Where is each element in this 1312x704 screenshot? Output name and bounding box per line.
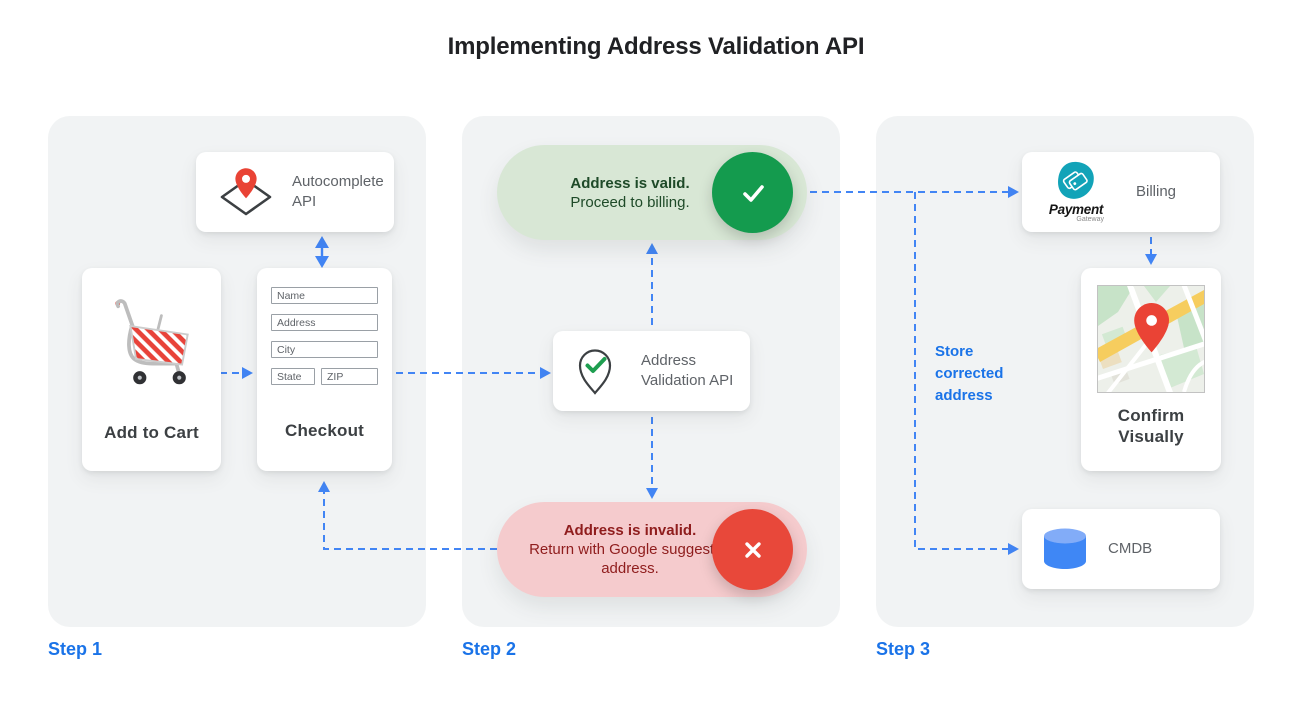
payment-gateway-logo: Payment Gateway (1040, 161, 1112, 223)
name-field[interactable]: Name (271, 287, 378, 304)
city-field[interactable]: City (271, 341, 378, 358)
autocomplete-api-node: Autocomplete API (196, 152, 394, 232)
address-valid-title: Address is valid. (570, 174, 690, 192)
billing-label: Billing (1136, 183, 1177, 201)
address-validation-api-node: Address Validation API (553, 331, 750, 411)
map-pin-on-diamond-icon (220, 168, 272, 216)
x-circle-icon (712, 509, 793, 590)
address-invalid-subtitle: Return with Google suggested address. (529, 540, 731, 578)
autocomplete-api-label: Autocomplete API (292, 173, 384, 210)
step3-label: Step 3 (876, 639, 931, 659)
address-invalid-title: Address is invalid. (563, 521, 697, 539)
checkout-label: Checkout (284, 421, 365, 440)
address-valid-result: Address is valid. Proceed to billing. (497, 145, 807, 240)
payment-logo-title: Payment (1048, 202, 1104, 217)
confirm-visually-node: Confirm Visually (1081, 268, 1221, 471)
shopping-cart-icon (114, 299, 189, 385)
map-pin-icon (1134, 303, 1170, 353)
step1-label: Step 1 (48, 639, 103, 659)
add-to-cart-node: Add to Cart (82, 268, 221, 471)
map-thumbnail (1091, 278, 1213, 400)
cmdb-node: CMDB (1022, 509, 1220, 589)
confirm-visually-label: Confirm Visually (1117, 405, 1185, 446)
store-corrected-address-note: Store corrected address (935, 343, 1004, 404)
database-cylinder-icon (1044, 528, 1086, 569)
address-invalid-text: Address is invalid. Return with Google s… (519, 521, 741, 579)
check-circle-icon (712, 152, 793, 233)
address-validation-api-label: Address Validation API (641, 352, 734, 389)
payment-gateway-blob-icon (1058, 161, 1094, 199)
payment-logo-subtitle: Gateway (1076, 216, 1104, 223)
pin-with-check-icon (578, 349, 612, 395)
billing-node: Payment Gateway Billing (1022, 152, 1220, 232)
add-to-cart-label: Add to Cart (104, 423, 199, 442)
page-title: Implementing Address Validation API (447, 33, 865, 60)
cmdb-label: CMDB (1108, 540, 1153, 558)
checkout-node: Name Address City State ZIP Checkout (257, 268, 392, 471)
address-valid-text: Address is valid. Proceed to billing. (519, 173, 741, 211)
step2-label: Step 2 (462, 639, 517, 659)
address-field[interactable]: Address (271, 314, 378, 331)
zip-field[interactable]: ZIP (321, 368, 378, 385)
address-invalid-result: Address is invalid. Return with Google s… (497, 502, 807, 597)
address-valid-subtitle: Proceed to billing. (570, 193, 690, 211)
state-field[interactable]: State (271, 368, 315, 385)
